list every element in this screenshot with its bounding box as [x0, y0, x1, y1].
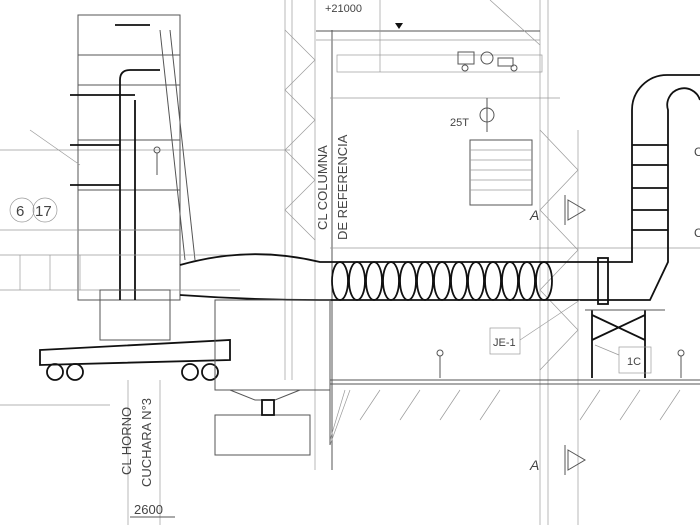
fume-duct	[179, 74, 700, 456]
balloon-6	[9, 197, 35, 223]
duct-ring	[365, 261, 383, 301]
duct-rings	[331, 261, 553, 301]
duct-support	[585, 309, 665, 378]
duct-ring	[467, 261, 485, 301]
duct-ring	[399, 261, 417, 301]
tag-1c: 1C	[627, 356, 641, 368]
tag-je-box	[489, 327, 521, 355]
duct-ring	[535, 261, 553, 301]
ladle-furnace-tower	[0, 14, 240, 301]
ladle-car	[39, 289, 231, 381]
section-mark-lower: A	[529, 457, 539, 473]
edge-label-upper: C	[694, 145, 700, 159]
duct-ring	[416, 261, 434, 301]
duct-ring	[382, 261, 400, 301]
elevation-label: +21000	[325, 3, 362, 15]
reference-column-line2: DE REFERENCIA	[335, 134, 350, 240]
duct-ring	[348, 261, 366, 301]
tag-je-1: JE-1	[493, 337, 516, 349]
section-mark-upper: A	[529, 207, 539, 223]
crane-capacity: 25T	[450, 117, 469, 129]
furnace-centerline-line2: CUCHARA N°3	[139, 398, 154, 487]
section-arrows	[564, 195, 586, 475]
tag-1c-box	[618, 346, 652, 374]
duct-ring	[518, 261, 536, 301]
tag-1c-leader	[594, 344, 620, 356]
duct-ring	[331, 261, 349, 301]
human-figures	[153, 146, 685, 378]
ground	[0, 379, 700, 446]
crane-trolley	[457, 51, 518, 132]
balloon-17-label: 17	[35, 203, 52, 220]
edge-label-lower: C	[694, 226, 700, 240]
balloon-6-label: 6	[16, 203, 24, 220]
elevation-marker-icon	[395, 23, 403, 29]
duct-ring	[433, 261, 451, 301]
duct-ring	[484, 261, 502, 301]
duct-stack-rungs	[632, 144, 668, 231]
reference-column-line1: CL COLUMNA	[315, 145, 330, 230]
dimension-2600: 2600	[134, 502, 163, 517]
balloon-17	[32, 197, 58, 223]
duct-ring	[501, 261, 519, 301]
duct-ring	[450, 261, 468, 301]
tag-je-leader	[519, 299, 581, 341]
furnace-centerline-line1: CL HORNO	[119, 407, 134, 475]
